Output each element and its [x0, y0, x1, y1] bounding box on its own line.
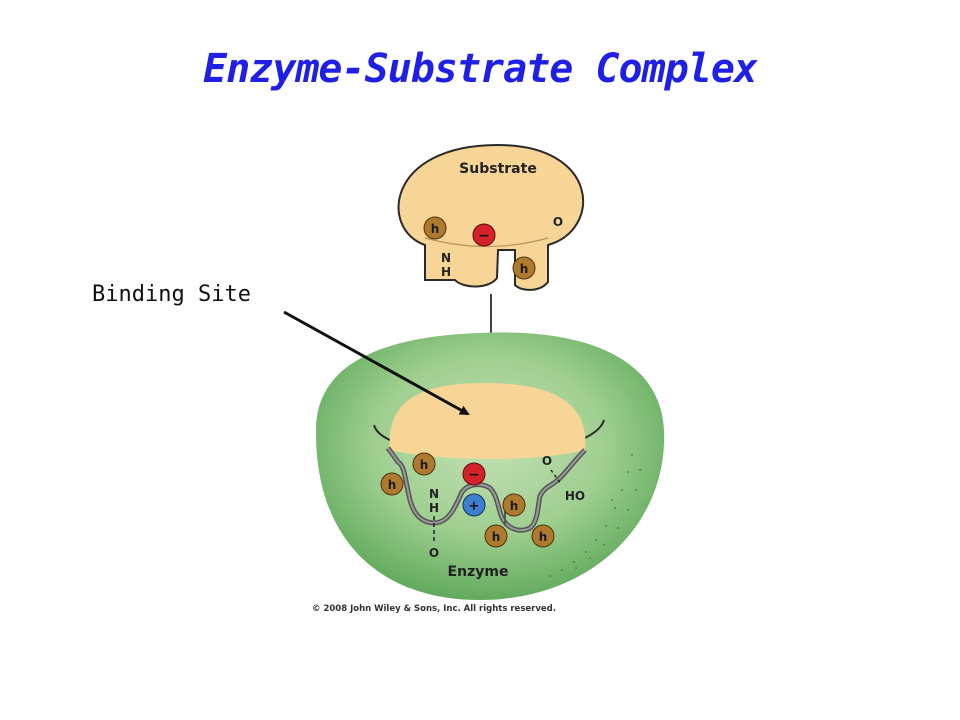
bound-hydrogen: H [429, 501, 439, 515]
enzyme-h-3-label: h [539, 530, 548, 544]
enzyme-hydrophobic-3 [531, 524, 555, 548]
o-ho-hydrogen-bond [550, 469, 562, 485]
enzyme-texture [549, 454, 641, 577]
substrate-label: Substrate [459, 161, 537, 177]
substrate-body [397, 143, 585, 291]
bound-negative-label: − [468, 467, 480, 483]
enzyme-oxygen: O [429, 546, 439, 560]
enzyme-positive-charge [462, 493, 486, 517]
substrate-hydrophobic-1 [423, 216, 447, 240]
substrate-negative-label: − [478, 228, 490, 244]
substrate-hydrogen: H [441, 265, 451, 279]
bound-hydrophobic-2 [502, 493, 526, 517]
bound-nitrogen: N [429, 487, 439, 501]
enzyme-h-1-label: h [388, 478, 397, 492]
bound-substrate [389, 383, 586, 459]
binding-site-label: Binding Site [92, 282, 251, 307]
enzyme-molecule: h − h N H O h + h h O HO Enzyme [315, 332, 665, 600]
substrate-hydrophobic-2 [512, 256, 536, 280]
bound-negative-charge [462, 462, 486, 486]
copyright-notice: © 2008 John Wiley & Sons, Inc. All right… [312, 604, 556, 614]
enzyme-hydrophobic-2 [484, 524, 508, 548]
substrate-h-2-label: h [520, 262, 529, 276]
substrate-nitrogen: N [441, 251, 451, 265]
substrate-molecule: Substrate h − h N H O [397, 143, 585, 291]
enzyme-hydroxyl: HO [565, 489, 585, 503]
bound-h-1-label: h [420, 458, 429, 472]
enzyme-label: Enzyme [448, 564, 509, 580]
substrate-h-1-label: h [431, 222, 440, 236]
enzyme-positive-label: + [469, 499, 480, 514]
slide-title: Enzyme-Substrate Complex [203, 46, 758, 92]
bound-h-2-label: h [510, 499, 519, 513]
enzyme-hydrophobic-1 [380, 472, 404, 496]
bound-oxygen: O [542, 454, 552, 468]
substrate-oxygen: O [553, 215, 563, 229]
binding-site-pointer [283, 310, 470, 416]
substrate-negative-charge [472, 223, 496, 247]
enzyme-h-2-label: h [492, 530, 501, 544]
bound-hydrophobic-1 [412, 452, 436, 476]
enzyme-body [315, 332, 665, 600]
